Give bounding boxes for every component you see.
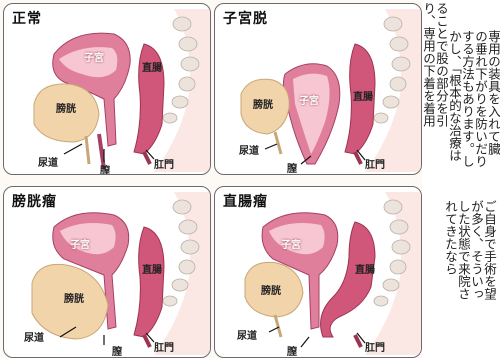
label-uterus: 子宮 <box>84 49 104 64</box>
label-urethra: 尿道 <box>24 329 44 344</box>
label-uterus: 子宮 <box>70 236 90 251</box>
panel-title: 子宮脱 <box>221 8 270 28</box>
article-column: ご自身で手術を望 <box>482 200 496 300</box>
label-rectum: 直腸 <box>142 261 162 276</box>
panel-title: 正常 <box>10 8 44 28</box>
label-urethra: 尿道 <box>38 154 58 169</box>
article-column: した状態で来院さ <box>456 200 470 300</box>
label-vagina: 膣 <box>112 343 122 358</box>
label-anus: 肛門 <box>365 156 385 171</box>
article-column: れてきたなら <box>443 200 457 275</box>
article-column: り、専用の下着を着用 <box>422 2 435 127</box>
label-anus: 肛門 <box>365 339 385 354</box>
panel-cystocele: 膀胱瘤 子宮 直腸 膀胱 尿道 膣 肛門 <box>3 186 211 358</box>
label-rectum: 直腸 <box>353 88 373 103</box>
label-vagina: 膣 <box>100 162 110 175</box>
label-vagina: 膣 <box>287 160 297 175</box>
anatomy-diagram-normal <box>4 4 210 174</box>
panel-normal: 正常 子宮 直腸 膀胱 尿道 膣 肛門 <box>3 3 211 175</box>
label-bladder: 膀胱 <box>64 290 84 305</box>
label-bladder: 膀胱 <box>253 96 273 111</box>
article-column: かし、「根本的な治療は <box>447 30 461 161</box>
label-vagina: 膣 <box>287 343 297 358</box>
label-bladder: 膀胱 <box>261 282 281 297</box>
panel-title: 膀胱瘤 <box>10 191 59 211</box>
label-uterus: 子宮 <box>299 92 319 107</box>
article-column: ることで股の部分を引 <box>434 2 448 127</box>
article-column: する方法もあります。し <box>460 30 474 168</box>
label-anus: 肛門 <box>154 339 174 354</box>
article-column: の垂れ下がりを防いだり <box>473 30 487 168</box>
article-column: 専用の装具を入れて臓 <box>486 30 500 155</box>
label-uterus: 子宮 <box>281 236 301 251</box>
label-anus: 肛門 <box>154 156 174 171</box>
panel-uterine-prolapse: 子宮脱 子宮 直腸 膀胱 尿道 膣 肛門 <box>214 3 422 175</box>
label-urethra: 尿道 <box>237 327 257 342</box>
label-rectum: 直腸 <box>355 261 375 276</box>
panel-rectocele: 直腸瘤 子宮 直腸 膀胱 尿道 膣 肛門 <box>214 186 422 358</box>
article-text-column: ご自身で手術を望 が多く、そういっ した状態で来院さ れてきたなら 専用の装具を… <box>422 0 500 358</box>
article-column: が多く、そういっ <box>469 200 483 300</box>
panel-title: 直腸瘤 <box>221 191 270 211</box>
label-bladder: 膀胱 <box>56 100 76 115</box>
label-rectum: 直腸 <box>142 59 162 74</box>
label-urethra: 尿道 <box>239 142 259 157</box>
